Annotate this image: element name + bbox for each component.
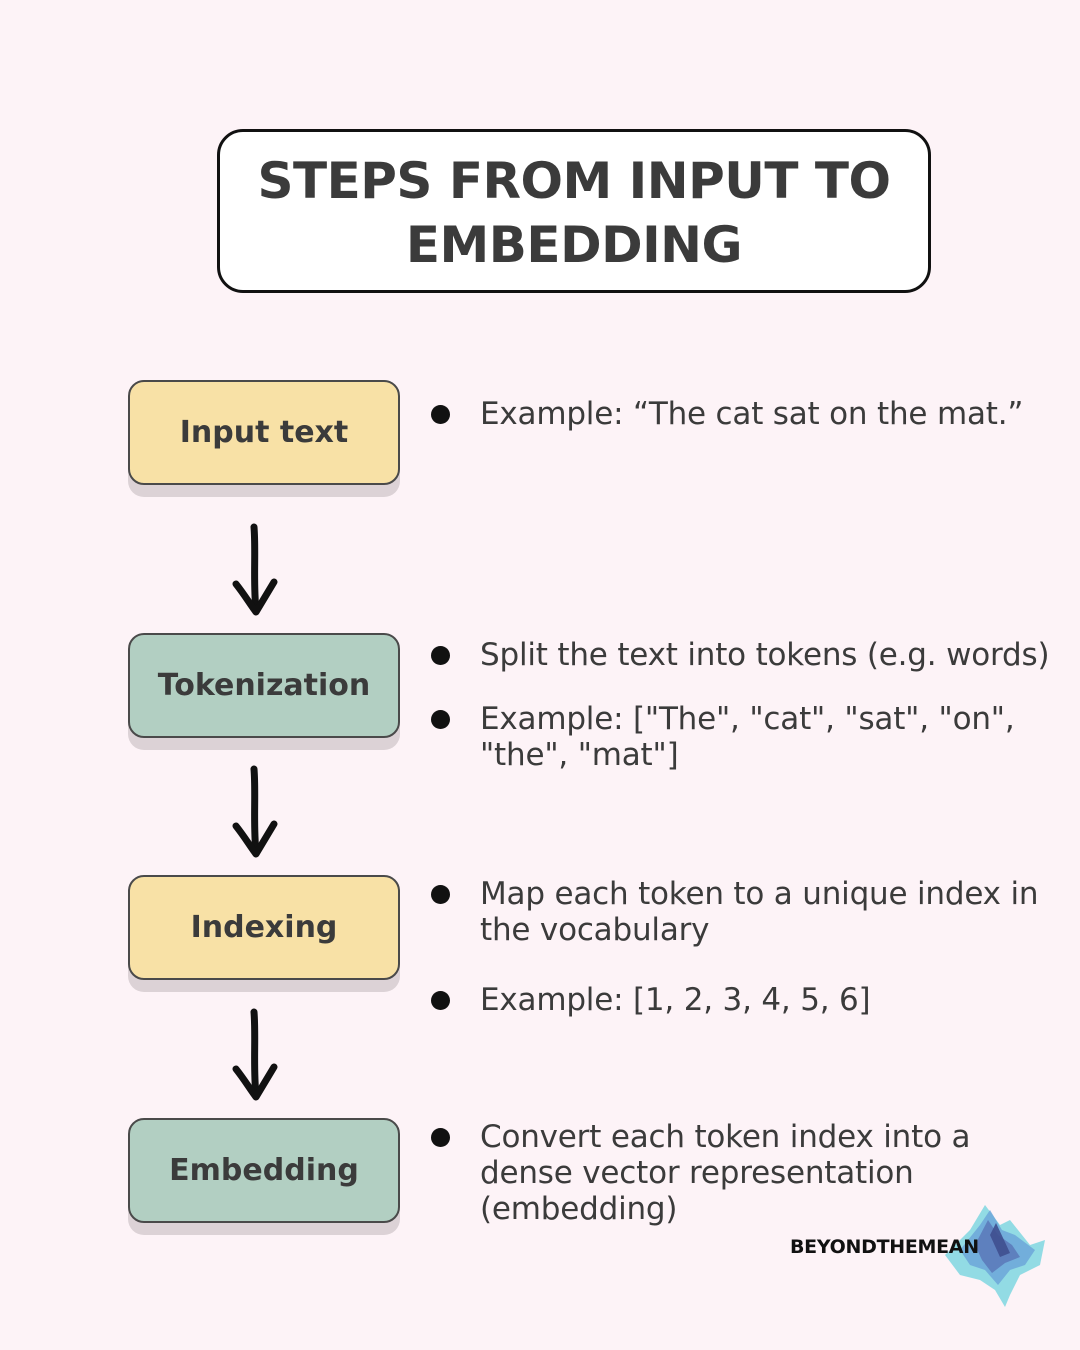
bullet-list-input-text: Example: “The cat sat on the mat.” bbox=[430, 396, 1023, 432]
list-item: Example: ["The", "cat", "sat", "on", "th… bbox=[430, 701, 1040, 773]
arrow-down-icon bbox=[232, 1008, 278, 1101]
brand-logo: BEYONDTHEMEAN bbox=[790, 1195, 1055, 1310]
bullet-list-embedding: Convert each token index into a dense ve… bbox=[430, 1119, 1000, 1227]
list-item: Split the text into tokens (e.g. words) bbox=[430, 637, 1050, 673]
step-embedding: Embedding bbox=[128, 1118, 400, 1223]
bullet-dot-icon bbox=[431, 991, 450, 1010]
title-line-2: EMBEDDING bbox=[405, 216, 743, 274]
title-box: STEPS FROM INPUT TO EMBEDDING bbox=[217, 129, 931, 293]
step-label: Tokenization bbox=[157, 668, 371, 703]
bullet-dot-icon bbox=[431, 710, 450, 729]
step-input-text: Input text bbox=[128, 380, 400, 485]
step-indexing: Indexing bbox=[128, 875, 400, 980]
bullet-list-tokenization: Split the text into tokens (e.g. words) … bbox=[430, 637, 1050, 773]
bullet-dot-icon bbox=[431, 405, 450, 424]
page-title: STEPS FROM INPUT TO EMBEDDING bbox=[258, 145, 891, 277]
title-line-1: STEPS FROM INPUT TO bbox=[257, 152, 891, 210]
bullet-dot-icon bbox=[431, 646, 450, 665]
list-item: Convert each token index into a dense ve… bbox=[430, 1119, 1000, 1227]
step-label: Embedding bbox=[169, 1153, 359, 1188]
step-label: Indexing bbox=[190, 910, 338, 945]
bullet-dot-icon bbox=[431, 885, 450, 904]
list-item: Map each token to a unique index in the … bbox=[430, 876, 1060, 948]
mountain-logo-icon bbox=[945, 1205, 1045, 1307]
logo-text: BEYONDTHEMEAN bbox=[790, 1236, 979, 1258]
bullet-dot-icon bbox=[431, 1128, 450, 1147]
step-tokenization: Tokenization bbox=[128, 633, 400, 738]
bullet-list-indexing: Map each token to a unique index in the … bbox=[430, 876, 1060, 1018]
list-item: Example: [1, 2, 3, 4, 5, 6] bbox=[430, 982, 1060, 1018]
step-label: Input text bbox=[179, 415, 349, 450]
arrow-down-icon bbox=[232, 523, 278, 616]
arrow-down-icon bbox=[232, 765, 278, 858]
list-item: Example: “The cat sat on the mat.” bbox=[430, 396, 1023, 432]
